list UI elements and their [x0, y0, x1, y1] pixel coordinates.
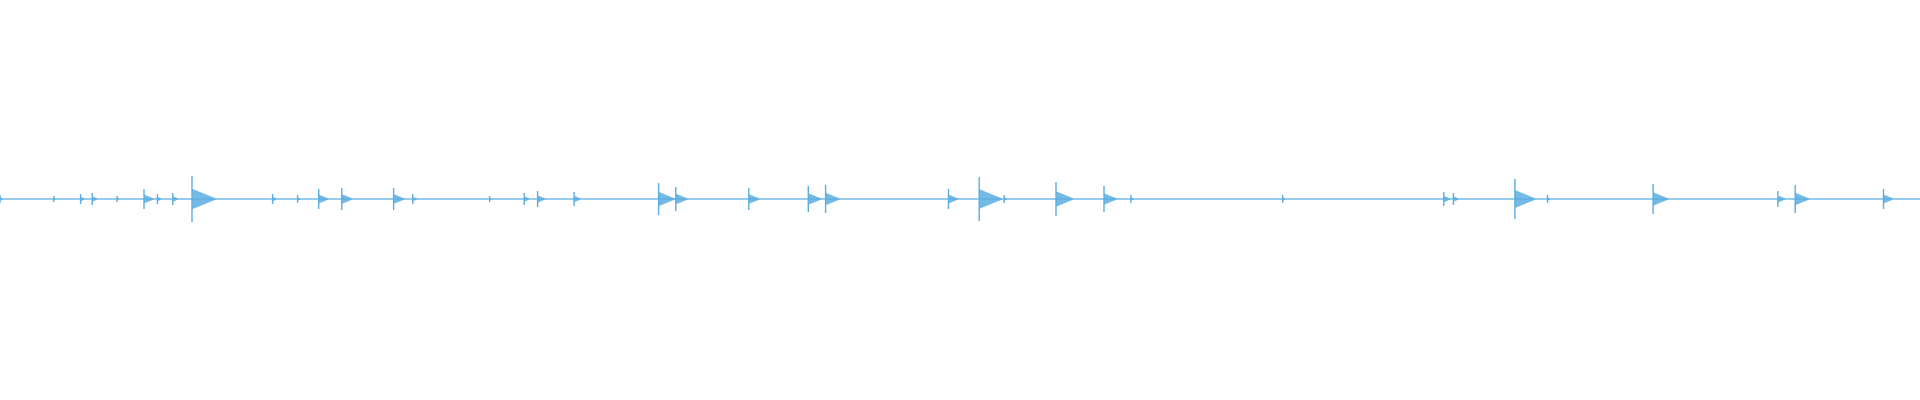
waveform-peak-tail-12 — [341, 194, 354, 204]
waveform-peak-tail-17 — [537, 195, 547, 203]
waveform-peak-tail-7 — [172, 196, 180, 202]
waveform-peak-tail-8 — [192, 188, 218, 210]
waveform-peak-tail-16 — [524, 196, 531, 202]
waveform-peak-tail-29 — [1130, 197, 1136, 201]
waveform-peak-tail-9 — [272, 196, 279, 202]
waveform-peak-tail-1 — [53, 197, 58, 201]
waveform-peak-tail-25 — [979, 189, 1004, 209]
waveform-peak-tail-11 — [318, 194, 330, 204]
waveform-peak-tail-0 — [0, 197, 5, 201]
waveform-peak-tail-35 — [1653, 192, 1670, 206]
waveform-peak-tail-3 — [92, 196, 99, 202]
waveform-peak-tail-5 — [144, 194, 155, 204]
waveform-peak-tail-24 — [948, 194, 960, 204]
waveform-peak-tail-18 — [574, 195, 582, 203]
waveform-peak-tail-2 — [80, 196, 87, 202]
waveform-peak-tail-20 — [675, 193, 689, 205]
waveform-peak-tail-36 — [1777, 195, 1787, 203]
waveform-peak-tail-21 — [748, 194, 761, 204]
waveform-peak-tail-30 — [1282, 197, 1287, 201]
waveform-peak-tail-37 — [1795, 192, 1811, 206]
waveform-peak-tail-26 — [1004, 197, 1009, 201]
waveform-peak-tail-22 — [808, 193, 823, 205]
waveform-peak-tail-28 — [1104, 193, 1119, 205]
waveform-peak-tail-32 — [1453, 196, 1460, 202]
waveform-peak-tail-14 — [412, 196, 419, 202]
waveform-peak-tail-27 — [1056, 191, 1075, 207]
waveform-peak-tail-23 — [825, 192, 841, 206]
waveform-peaks — [0, 176, 1895, 222]
waveform-peak-tail-6 — [157, 196, 163, 202]
waveform-peak-tail-38 — [1883, 194, 1895, 204]
waveform-peak-tail-10 — [297, 197, 302, 201]
waveform-peak-tail-15 — [489, 197, 494, 201]
waveform-peak-tail-31 — [1443, 195, 1452, 203]
waveform-peak-tail-13 — [393, 194, 406, 204]
waveform-peak-tail-33 — [1514, 190, 1537, 208]
waveform-peak-tail-4 — [117, 197, 122, 201]
waveform-peak-tail-19 — [658, 191, 677, 207]
waveform-peak-tail-34 — [1547, 197, 1552, 201]
